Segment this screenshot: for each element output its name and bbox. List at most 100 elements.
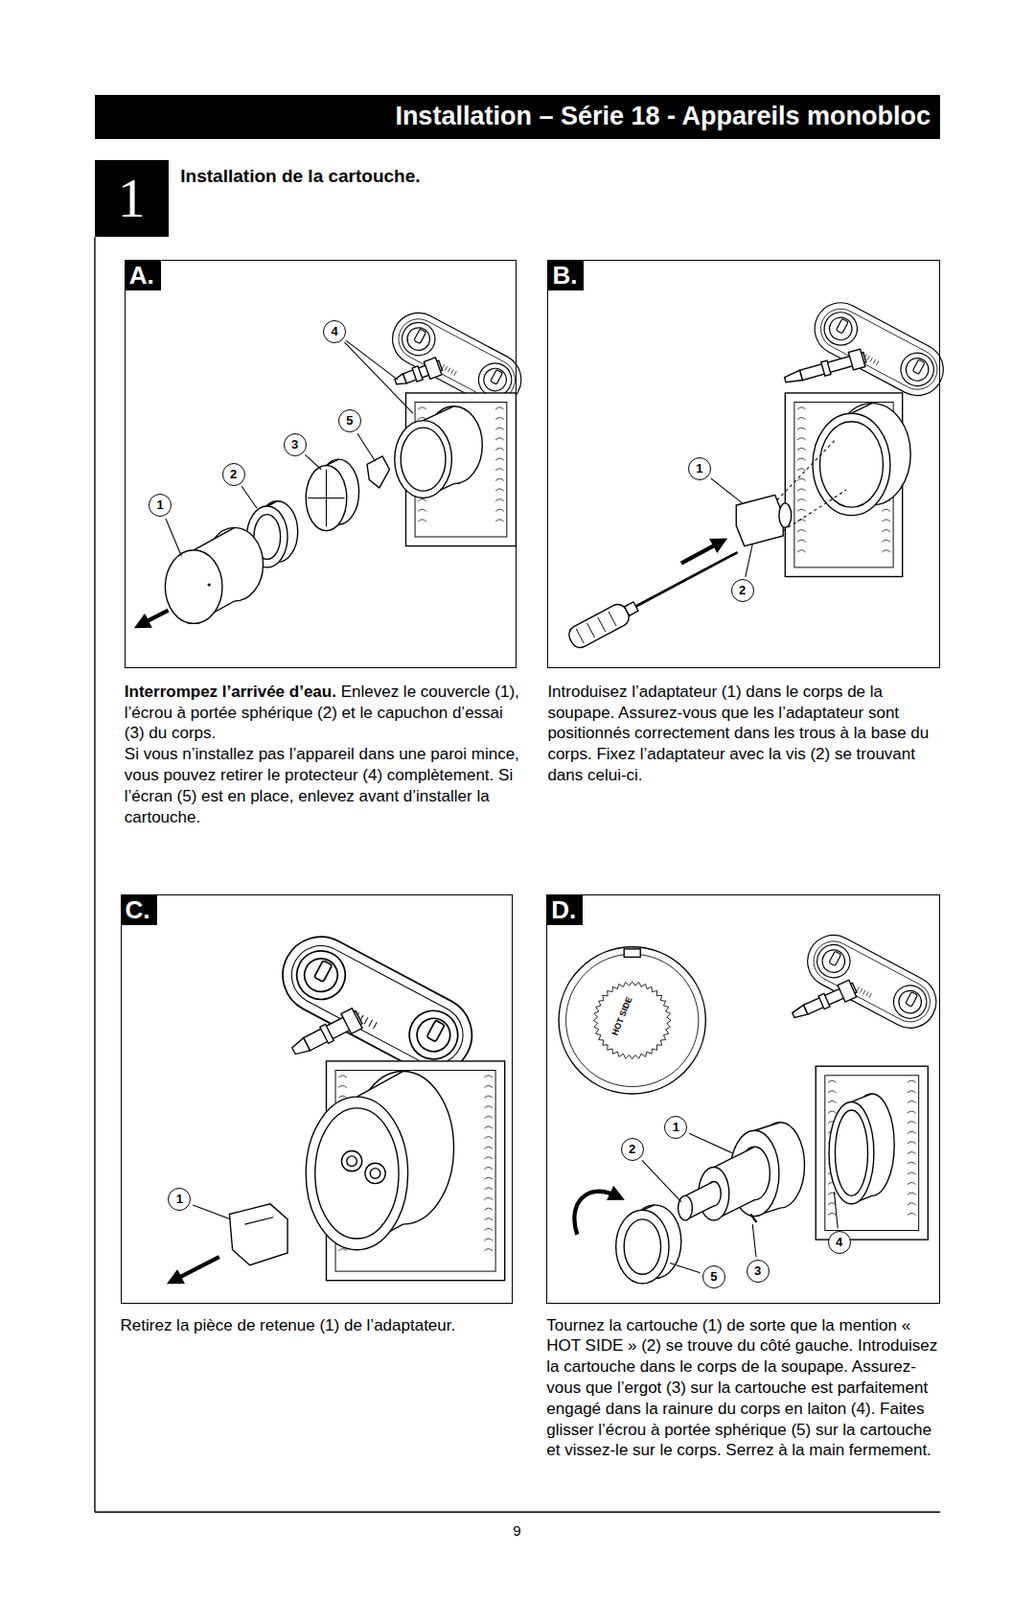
cover-dot <box>207 582 211 586</box>
clip-slot <box>244 1217 274 1224</box>
thread <box>828 1110 837 1113</box>
knob <box>895 346 940 391</box>
thread <box>483 1207 493 1210</box>
valve-cylinder-front <box>394 420 453 499</box>
faceplate <box>805 293 953 405</box>
stem-tip <box>290 1037 310 1058</box>
thread <box>417 407 427 410</box>
thread <box>907 1080 917 1082</box>
bonnet-nut-front <box>616 1209 669 1284</box>
leader-line <box>241 485 257 508</box>
cylinder-opening <box>834 1109 868 1196</box>
thread <box>907 1161 917 1164</box>
thread <box>483 1146 493 1149</box>
caption-block: Interrompez l’arrivée d’eau.Enlevez le c… <box>124 681 525 828</box>
retainer-clip <box>229 1203 288 1265</box>
knob-flag <box>490 369 504 385</box>
thread <box>338 1248 347 1251</box>
cylinder-opening <box>400 427 446 491</box>
valve-body-inner <box>825 1075 920 1231</box>
thread <box>828 1212 837 1215</box>
thread <box>483 1084 493 1087</box>
tick <box>859 988 863 993</box>
inset-circle <box>558 946 706 1094</box>
handle-ridge <box>587 622 596 638</box>
thread <box>907 1141 917 1144</box>
cartridge-lug <box>750 1214 757 1223</box>
leader-line <box>192 1204 230 1219</box>
leader-line <box>689 1132 733 1152</box>
screwdriver <box>565 542 743 651</box>
thread <box>907 1182 917 1185</box>
tick <box>869 992 873 998</box>
thread <box>483 1196 493 1199</box>
caption-block: Retirez la pièce de retenue (1) de l’ada… <box>120 1314 521 1336</box>
thread <box>828 1192 837 1195</box>
caption-text: Retirez la pièce de retenue (1) de l’ada… <box>120 1314 521 1336</box>
tick <box>444 366 448 371</box>
frame-line <box>93 236 95 1512</box>
valve-cylinder-edge <box>851 403 872 414</box>
step-box: 1Installation de la cartouche. <box>94 160 169 237</box>
leader-line <box>304 454 322 469</box>
thread <box>797 447 806 450</box>
thread <box>797 478 806 481</box>
valve-stem <box>288 1007 365 1061</box>
knob-flag <box>912 359 925 374</box>
guide-dash <box>777 438 837 501</box>
cartridge-stem-front <box>678 1195 693 1220</box>
panel-letter: D. <box>546 894 583 925</box>
thread <box>495 488 505 491</box>
thread <box>495 447 505 450</box>
valve-cylinder-front <box>812 413 891 515</box>
knob-ring <box>299 952 345 998</box>
thread <box>483 1075 493 1078</box>
knob <box>396 316 441 361</box>
thread <box>483 1187 493 1190</box>
knob-flag <box>314 960 333 983</box>
tick <box>454 370 458 376</box>
inset-tab <box>623 948 641 958</box>
inlet-hole <box>341 1150 362 1172</box>
stem-nut <box>423 357 442 379</box>
thread <box>907 1172 917 1174</box>
thread <box>881 519 891 522</box>
knob-flag <box>835 318 849 333</box>
tick <box>368 1019 373 1027</box>
thread <box>797 458 806 460</box>
tick <box>863 989 867 995</box>
thread <box>907 1100 917 1103</box>
test-cap-front <box>305 464 347 530</box>
knob-ring <box>411 1012 457 1058</box>
thread <box>495 508 505 511</box>
screwdriver-ferrule <box>624 601 639 616</box>
leader-line <box>833 1191 838 1228</box>
tick <box>856 986 860 991</box>
knob-flag <box>426 1019 445 1042</box>
tick <box>873 359 876 365</box>
leader-line <box>752 1223 757 1257</box>
valve-cylinder-front <box>828 1101 874 1203</box>
thread <box>483 1115 493 1118</box>
thread <box>483 1156 493 1159</box>
thread <box>881 539 891 542</box>
thread <box>907 1121 917 1124</box>
screwdriver-handle <box>565 600 632 651</box>
handle-ridge <box>598 617 606 632</box>
motion-arrow <box>681 542 719 563</box>
thread <box>495 468 505 471</box>
thread <box>483 1136 493 1139</box>
thread <box>483 1105 493 1108</box>
faceplate-outline <box>798 925 945 1037</box>
thread <box>417 499 427 502</box>
cartridge-stem-edge <box>685 1180 714 1196</box>
thread <box>907 1192 917 1195</box>
cartridge-body-edge <box>754 1122 781 1131</box>
tick <box>875 360 879 366</box>
thread <box>483 1095 493 1098</box>
thread <box>881 508 891 511</box>
motion-arrow <box>175 1256 220 1279</box>
stem-tip <box>783 369 803 385</box>
tick <box>866 990 870 996</box>
valve-body-inner <box>794 402 894 568</box>
